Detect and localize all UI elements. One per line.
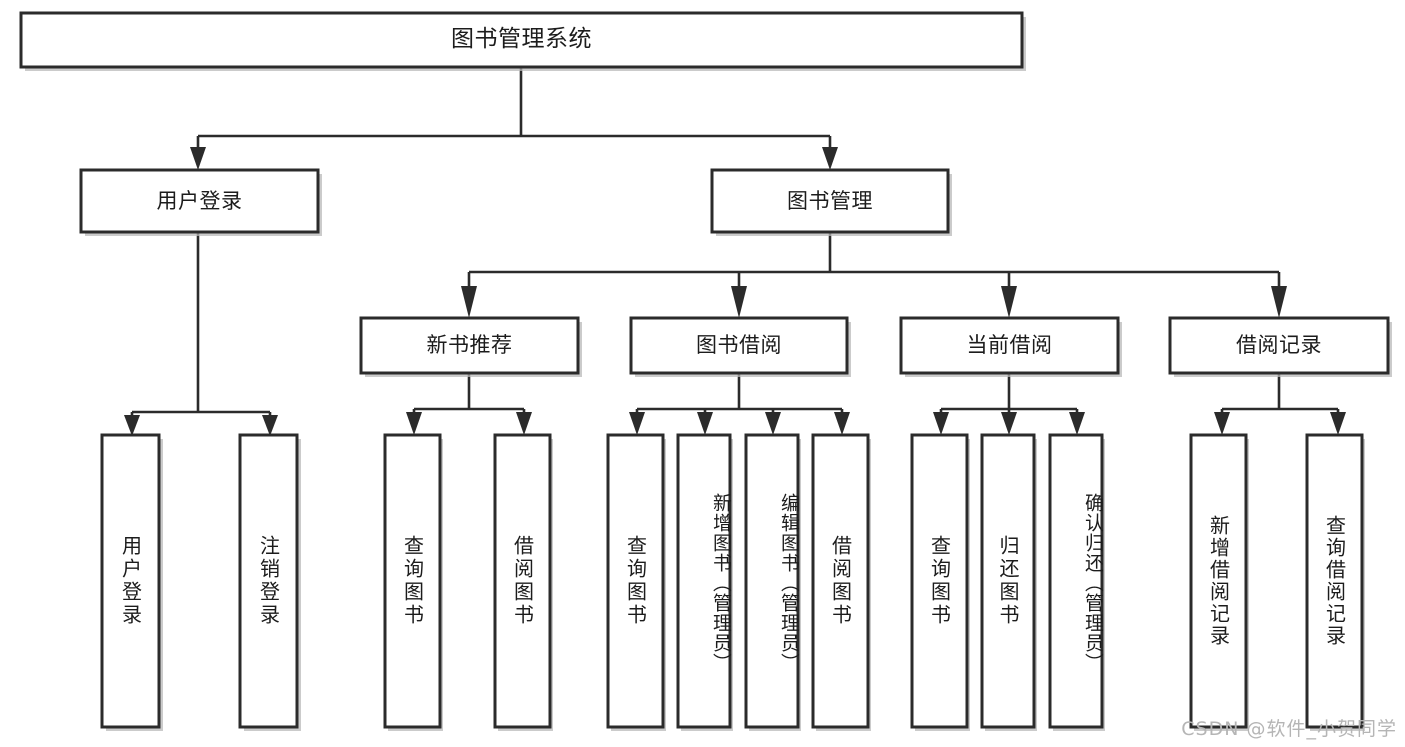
arrow-leaf-borrow-book-b — [834, 412, 850, 435]
arrow-borrow-record — [1271, 286, 1287, 318]
node-user-login-box[interactable] — [79, 168, 320, 234]
node-root-box[interactable] — [19, 11, 1024, 69]
arrow-book-borrow — [731, 286, 747, 318]
node-leaf-add-record-box[interactable] — [1189, 433, 1248, 729]
node-new-book-rec-box[interactable] — [359, 316, 580, 375]
arrow-leaf-query-record — [1330, 412, 1346, 435]
node-leaf-query-book-b-box[interactable] — [606, 433, 665, 729]
connector-layer — [124, 67, 1346, 436]
node-leaf-return-book-box[interactable] — [980, 433, 1036, 729]
arrow-leaf-user-login — [124, 415, 140, 436]
node-borrow-record-box[interactable] — [1168, 316, 1390, 375]
arrow-leaf-return-book — [1001, 412, 1017, 435]
node-leaf-borrow-book-a-box[interactable] — [493, 433, 552, 729]
arrow-leaf-confirm-return — [1069, 412, 1085, 435]
arrow-book-manage — [822, 147, 838, 170]
arrow-leaf-query-book-b — [629, 412, 645, 435]
arrow-leaf-edit-book — [765, 412, 781, 435]
node-leaf-logout-box[interactable] — [238, 433, 299, 729]
arrow-leaf-add-record — [1214, 412, 1230, 435]
arrow-leaf-borrow-book-a — [516, 412, 532, 435]
node-leaf-add-book-box[interactable] — [676, 433, 732, 729]
arrow-leaf-query-book-c — [933, 412, 949, 435]
node-book-borrow-box[interactable] — [629, 316, 849, 375]
arrow-current-borrow — [1001, 286, 1017, 318]
watermark-text: CSDN @软件_小贺同学 — [1181, 718, 1397, 740]
node-leaf-query-record-box[interactable] — [1305, 433, 1364, 729]
node-leaf-query-book-a-box[interactable] — [383, 433, 442, 729]
node-current-borrow-box[interactable] — [899, 316, 1120, 375]
node-book-manage-box[interactable] — [710, 168, 950, 234]
node-leaf-edit-book-box[interactable] — [744, 433, 800, 729]
node-leaf-borrow-book-b-box[interactable] — [811, 433, 870, 729]
node-leaf-user-login-box[interactable] — [100, 433, 161, 729]
node-leaf-confirm-return-box[interactable] — [1048, 433, 1104, 729]
arrow-new-book-rec — [461, 286, 477, 318]
arrow-user-login — [190, 147, 206, 170]
arrow-leaf-add-book — [697, 412, 713, 435]
box-layer — [19, 11, 1390, 729]
arrow-leaf-query-book-a — [406, 412, 422, 435]
node-leaf-query-book-c-box[interactable] — [910, 433, 969, 729]
arrow-leaf-logout — [262, 415, 278, 436]
